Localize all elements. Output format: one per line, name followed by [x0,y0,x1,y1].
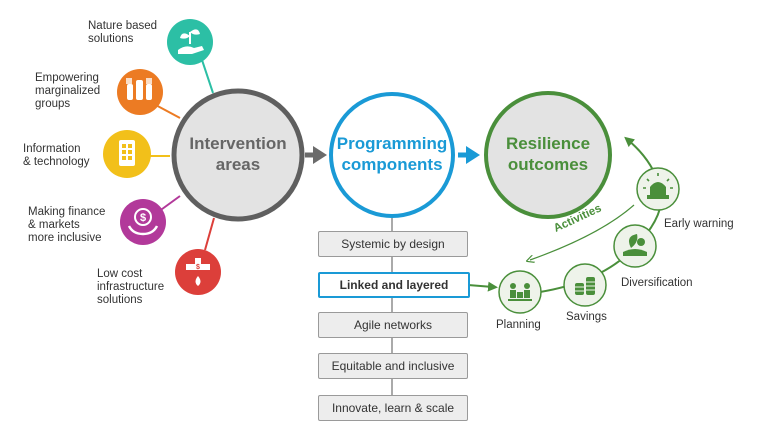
label-infrastructure: Low cost infrastructure solutions [97,268,165,306]
svg-text:$: $ [196,264,200,271]
hand-plant-icon [167,19,213,65]
label-finance: Making finance & markets more inclusive [28,206,106,244]
label-savings: Savings [566,311,607,323]
component-box-systemic: Systemic by design [318,231,468,257]
component-box-agile: Agile networks [318,312,468,338]
intervention-circle [171,88,305,222]
linked-to-planning-arrow [467,281,498,292]
svg-text:$: $ [140,212,146,224]
water-tap-icon: $ [175,249,221,295]
component-box-linked: Linked and layered [318,272,470,298]
activities-arrow [530,204,635,260]
intervention-title: Intervention areas [189,134,287,174]
crops-icon [613,224,657,268]
mobile-phone-icon [103,130,151,178]
arrow-to-resilience [458,146,480,164]
meeting-people-icon [498,270,542,314]
label-information: Information & technology [23,143,90,168]
alarm-light-icon [636,167,680,211]
hand-dollar-icon: $ [120,199,166,245]
component-box-equitable: Equitable and inclusive [318,353,468,379]
resilience-title: Resilience outcomes [505,134,591,174]
label-empowering: Empowering marginalized groups [35,72,101,110]
raised-hands-icon [117,69,163,115]
coin-stacks-icon [563,263,607,307]
arrow-to-programming [305,146,327,164]
label-diversification: Diversification [621,277,693,289]
component-box-innovate: Innovate, learn & scale [318,395,468,421]
programming-circle [329,92,455,218]
label-early-warning: Early warning [664,218,734,230]
label-nature-based: Nature based solutions [88,20,158,45]
resilience-circle [484,91,612,219]
label-planning: Planning [496,319,541,331]
programming-title: Programming components [336,134,448,174]
